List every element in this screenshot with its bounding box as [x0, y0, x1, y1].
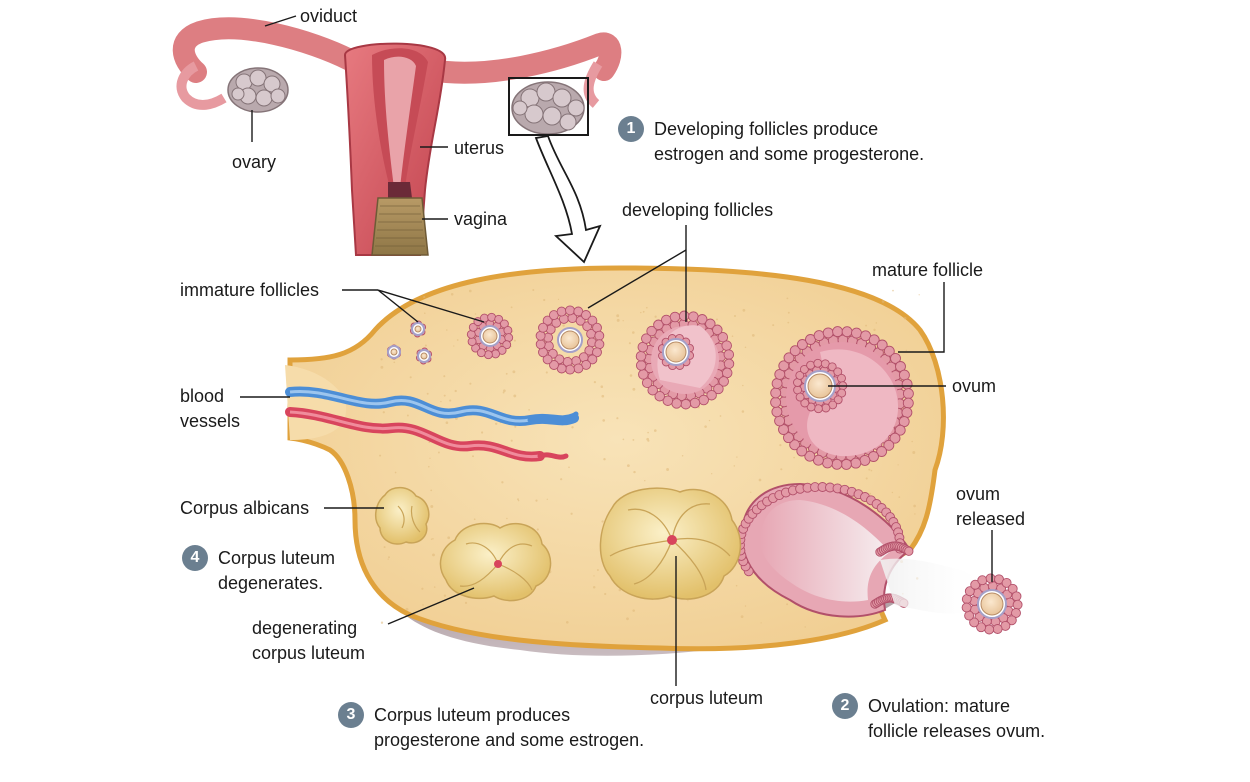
- blood-vessels-label: blood vessels: [180, 384, 240, 434]
- blood-vessels-label-line1: blood: [180, 386, 225, 406]
- immature-follicles-label: immature follicles: [180, 280, 320, 300]
- step-2-badge: 2: [832, 693, 858, 719]
- degenerating-label-line2: corpus luteum: [252, 643, 366, 663]
- left-ovary-illustration: [227, 67, 289, 113]
- step-3-badge: 3: [338, 702, 364, 728]
- right-ovary-illustration: [511, 81, 585, 135]
- released-ovum-illustration: [961, 573, 1023, 635]
- uterus-label: uterus: [454, 138, 505, 158]
- step-1-line2: estrogen and some progesterone.: [654, 144, 925, 164]
- ruptured-follicle-illustration: [735, 482, 981, 618]
- step-3-text: Corpus luteum produces progesterone and …: [374, 703, 644, 753]
- corpus-albicans-label: Corpus albicans: [180, 498, 310, 518]
- ovum-released-label-line1: ovum: [956, 484, 1001, 504]
- step-1-badge: 1: [618, 116, 644, 142]
- ovum-released-label: ovum released: [956, 482, 1025, 532]
- corpus-luteum-illustration: [599, 487, 742, 600]
- corpus-albicans-illustration: [374, 486, 430, 545]
- immature-follicle: [409, 320, 427, 338]
- step-2-line1: Ovulation: mature: [868, 696, 1011, 716]
- ovary-cross-section: [285, 265, 1023, 656]
- immature-follicle: [387, 344, 401, 360]
- step-4-text: Corpus luteum degenerates.: [218, 546, 335, 596]
- mature-follicle: [770, 326, 914, 470]
- step-1-text: Developing follicles produce estrogen an…: [654, 117, 924, 167]
- step-3-line1: Corpus luteum produces: [374, 705, 571, 725]
- blood-vessels-label-line2: vessels: [180, 411, 241, 431]
- corpus-luteum-label: corpus luteum: [650, 688, 764, 708]
- step-4-line2: degenerates.: [218, 573, 324, 593]
- step-4-badge: 4: [182, 545, 208, 571]
- ovum-released-label-line2: released: [956, 509, 1026, 529]
- immature-follicle: [415, 347, 433, 365]
- zoom-indicator: [508, 77, 602, 264]
- step-1-line1: Developing follicles produce: [654, 119, 879, 139]
- uterus-illustration: [172, 17, 622, 256]
- step-4-line1: Corpus luteum: [218, 548, 336, 568]
- blood-vessels-illustration: [285, 386, 579, 462]
- early-follicle: [466, 312, 514, 360]
- mature-follicle-label: mature follicle: [872, 260, 984, 280]
- degenerating-corpus-luteum-label: degenerating corpus luteum: [252, 616, 365, 666]
- degenerating-label-line1: degenerating: [252, 618, 358, 638]
- leader-lines: [240, 15, 993, 686]
- step-2-text: Ovulation: mature follicle releases ovum…: [868, 694, 1045, 744]
- step-2-line2: follicle releases ovum.: [868, 721, 1046, 741]
- ovum-label: ovum: [952, 376, 997, 396]
- secondary-follicle: [635, 310, 735, 410]
- ovary-label: ovary: [232, 152, 277, 172]
- vagina-label: vagina: [454, 209, 508, 229]
- developing-follicle: [535, 305, 605, 375]
- developing-follicles-label: developing follicles: [622, 200, 774, 220]
- step-3-line2: progesterone and some estrogen.: [374, 730, 645, 750]
- degenerating-corpus-luteum-illustration: [439, 522, 552, 602]
- oviduct-label: oviduct: [300, 6, 358, 26]
